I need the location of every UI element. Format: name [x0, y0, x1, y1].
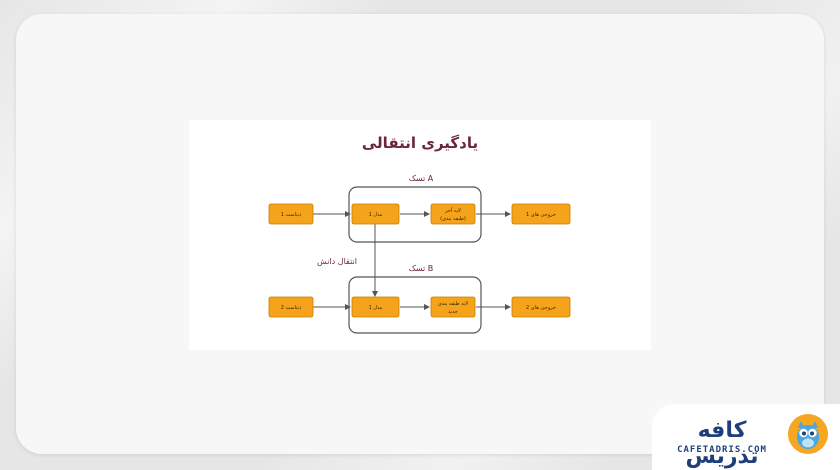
last-layer-line1: لایه آخر	[444, 207, 461, 214]
model-1-box-b: مدل 1	[351, 296, 400, 318]
new-classification-layer-box: لایه طبقه بندی جدید	[430, 296, 476, 318]
transfer-learning-diagram: یادگیری انتقالی تسک A تسک B انتقال دانش …	[189, 120, 651, 350]
model-1-box-a: مدل 1	[351, 203, 400, 225]
model-1-b-label: مدل 1	[369, 305, 383, 311]
owl-icon	[788, 414, 828, 454]
output-1-box: خروجی های 1	[511, 203, 571, 225]
output-2-label: خروجی های 2	[526, 305, 556, 311]
dataset-1-label: دیتاست 1	[281, 212, 302, 218]
last-layer-line2: (طبقه بندی)	[440, 216, 466, 222]
brand-domain: CAFETADRIS.COM	[677, 445, 767, 455]
diagram-canvas: یادگیری انتقالی تسک A تسک B انتقال دانش …	[268, 134, 571, 334]
output-1-label: خروجی های 1	[526, 212, 556, 218]
task-b-label: تسک B	[409, 264, 434, 273]
dataset-2-label: دیتاست 2	[281, 305, 302, 311]
brand-name: کافه تدریس	[685, 418, 760, 469]
task-a-label: تسک A	[409, 174, 434, 183]
model-1-a-label: مدل 1	[369, 212, 383, 218]
output-2-box: خروجی های 2	[511, 296, 571, 318]
last-layer-box: لایه آخر (طبقه بندی)	[430, 203, 476, 225]
new-layer-line1: لایه طبقه بندی	[438, 301, 468, 307]
brand-logo[interactable]: کافه تدریس CAFETADRIS.COM	[652, 404, 840, 470]
new-layer-line2: جدید	[448, 309, 458, 315]
diagram-title: یادگیری انتقالی	[362, 134, 478, 152]
dataset-2-box: دیتاست 2	[268, 296, 314, 318]
transfer-label: انتقال دانش	[317, 257, 357, 266]
dataset-1-box: دیتاست 1	[268, 203, 314, 225]
